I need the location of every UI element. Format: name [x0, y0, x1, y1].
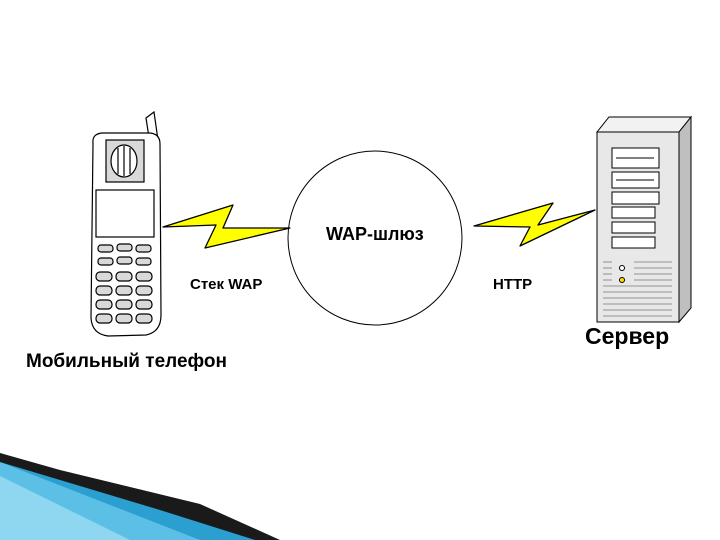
server-label: Сервер — [585, 323, 669, 350]
server-tower-icon — [597, 117, 691, 322]
lightning-bolt-icon — [163, 205, 290, 248]
link-label-wap-stack: Стек WAP — [190, 276, 262, 293]
phone-screen — [96, 190, 154, 237]
gateway-label: WAP-шлюз — [326, 224, 424, 245]
decorative-swoosh — [0, 453, 280, 540]
link-label-http: HTTP — [493, 276, 532, 293]
phone-label: Мобильный телефон — [26, 351, 227, 373]
mobile-phone-icon — [91, 112, 161, 336]
lightning-bolt-icon — [474, 203, 595, 246]
